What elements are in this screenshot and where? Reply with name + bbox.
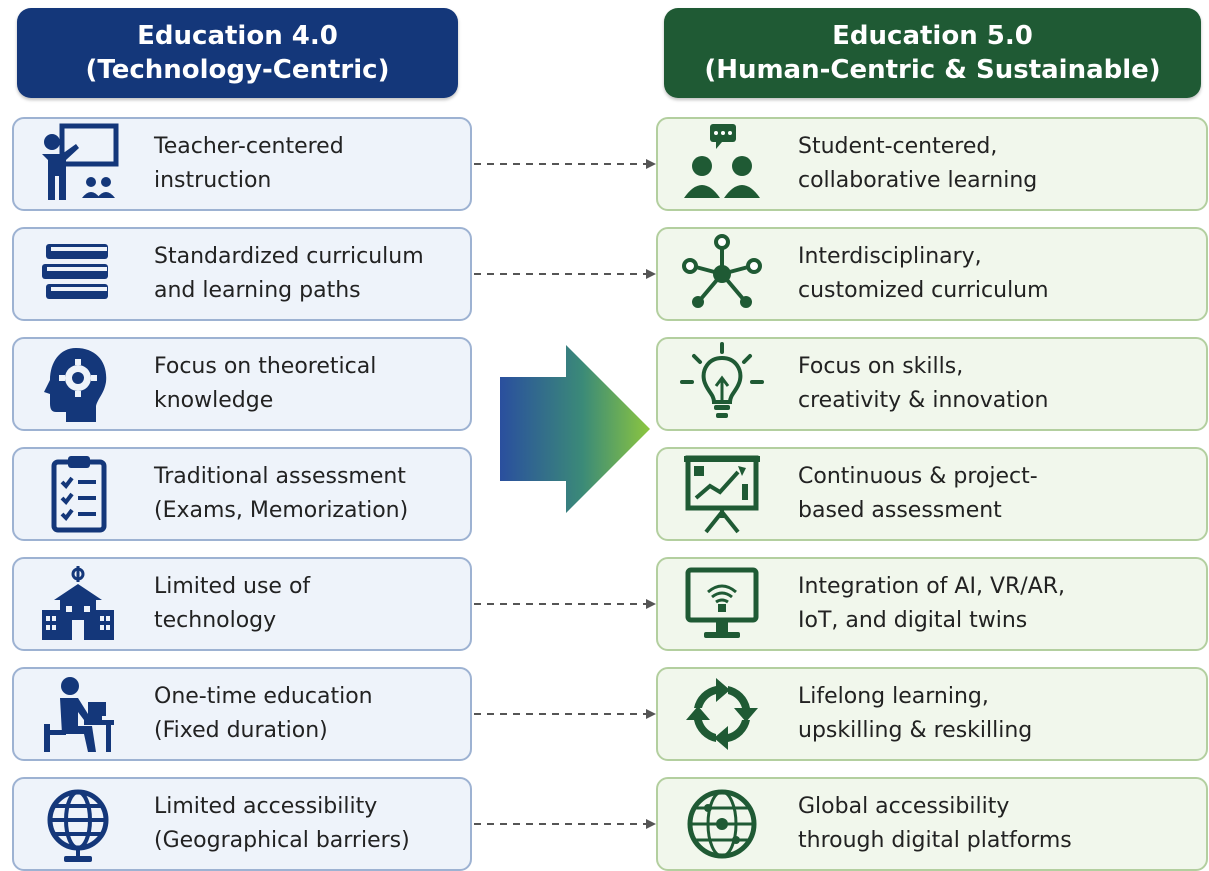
left-card-line2: technology (154, 608, 277, 633)
left-card-line1: Traditional assessment (154, 464, 406, 489)
right-card-line1: Integration of AI, VR/AR, (798, 574, 1066, 599)
right-card-line2: upskilling & reskilling (798, 718, 1033, 743)
left-card-line2: and learning paths (154, 278, 361, 303)
left-card-line1: Standardized curriculum (154, 244, 424, 269)
right-card-line1: Global accessibility (798, 794, 1010, 819)
left-card-line1: One-time education (154, 684, 373, 709)
right-card-focus-on-skills: Focus on skills, creativity & innovation (656, 337, 1208, 431)
left-card-text: Traditional assessment (Exams, Memorizat… (142, 460, 408, 528)
left-card-text: One-time education (Fixed duration) (142, 680, 373, 748)
transition-arrow (500, 345, 650, 513)
right-card-interdisciplinary: Interdisciplinary, customized curriculum (656, 227, 1208, 321)
presentation-chart-icon (658, 449, 786, 539)
lightbulb-icon (658, 339, 786, 429)
left-card-line1: Limited accessibility (154, 794, 378, 819)
right-card-line1: Interdisciplinary, (798, 244, 982, 269)
right-card-text: Global accessibility through digital pla… (786, 790, 1072, 858)
education-4-title: Education 4.0 (137, 21, 338, 51)
right-card-line1: Continuous & project- (798, 464, 1038, 489)
books-icon (14, 229, 142, 319)
dashed-arrow-connector (474, 709, 656, 719)
teacher-icon (14, 119, 142, 209)
dashed-arrow-connector (474, 269, 656, 279)
left-card-line2: (Fixed duration) (154, 718, 328, 743)
right-card-text: Focus on skills, creativity & innovation (786, 350, 1048, 418)
left-card-line1: Limited use of (154, 574, 311, 599)
right-card-student-centered: Student-centered, collaborative learning (656, 117, 1208, 211)
right-card-text: Interdisciplinary, customized curriculum (786, 240, 1049, 308)
network-icon (658, 229, 786, 319)
student-desk-icon (14, 669, 142, 759)
collaboration-icon (658, 119, 786, 209)
globe-network-icon (658, 779, 786, 869)
right-card-text: Lifelong learning, upskilling & reskilli… (786, 680, 1032, 748)
left-card-text: Teacher-centered instruction (142, 130, 344, 198)
right-card-text: Integration of AI, VR/AR, IoT, and digit… (786, 570, 1065, 638)
left-card-line1: Teacher-centered (154, 134, 344, 159)
left-card-text: Standardized curriculum and learning pat… (142, 240, 424, 308)
right-card-line1: Focus on skills, (798, 354, 964, 379)
school-building-icon (14, 559, 142, 649)
left-card-standardized-curriculum: Standardized curriculum and learning pat… (12, 227, 472, 321)
dashed-arrow-connector (474, 159, 656, 169)
right-card-lifelong-learning: Lifelong learning, upskilling & reskilli… (656, 667, 1208, 761)
cycle-icon (658, 669, 786, 759)
education-5-subtitle: (Human-Centric & Sustainable) (704, 55, 1161, 85)
right-card-line2: IoT, and digital twins (798, 608, 1028, 633)
globe-icon (14, 779, 142, 869)
monitor-icon (658, 559, 786, 649)
left-card-text: Limited use of technology (142, 570, 310, 638)
right-card-text: Student-centered, collaborative learning (786, 130, 1037, 198)
left-card-line1: Focus on theoretical (154, 354, 377, 379)
education-5-header: Education 5.0 (Human-Centric & Sustainab… (664, 8, 1201, 98)
right-card-text: Continuous & project- based assessment (786, 460, 1038, 528)
left-card-traditional-assessment: Traditional assessment (Exams, Memorizat… (12, 447, 472, 541)
right-card-line2: customized curriculum (798, 278, 1049, 303)
education-5-title: Education 5.0 (832, 21, 1033, 51)
right-card-ai-integration: Integration of AI, VR/AR, IoT, and digit… (656, 557, 1208, 651)
education-4-header: Education 4.0 (Technology-Centric) (17, 8, 458, 98)
right-card-line1: Lifelong learning, (798, 684, 989, 709)
dashed-arrow-connector (474, 599, 656, 609)
head-gear-icon (14, 339, 142, 429)
education-4-subtitle: (Technology-Centric) (85, 55, 390, 85)
left-card-line2: (Geographical barriers) (154, 828, 410, 853)
left-card-teacher-centered: Teacher-centered instruction (12, 117, 472, 211)
right-card-line2: through digital platforms (798, 828, 1072, 853)
right-card-global-accessibility: Global accessibility through digital pla… (656, 777, 1208, 871)
left-card-text: Limited accessibility (Geographical barr… (142, 790, 410, 858)
right-card-line2: based assessment (798, 498, 1002, 523)
left-card-line2: knowledge (154, 388, 274, 413)
left-card-line2: instruction (154, 168, 272, 193)
dashed-arrow-connector (474, 819, 656, 829)
left-card-line2: (Exams, Memorization) (154, 498, 409, 523)
clipboard-icon (14, 449, 142, 539)
left-card-limited-technology: Limited use of technology (12, 557, 472, 651)
left-card-one-time-education: One-time education (Fixed duration) (12, 667, 472, 761)
left-card-theoretical-knowledge: Focus on theoretical knowledge (12, 337, 472, 431)
left-card-text: Focus on theoretical knowledge (142, 350, 376, 418)
right-card-line1: Student-centered, (798, 134, 998, 159)
right-card-line2: collaborative learning (798, 168, 1038, 193)
left-card-limited-accessibility: Limited accessibility (Geographical barr… (12, 777, 472, 871)
right-card-line2: creativity & innovation (798, 388, 1049, 413)
right-card-continuous-assessment: Continuous & project- based assessment (656, 447, 1208, 541)
